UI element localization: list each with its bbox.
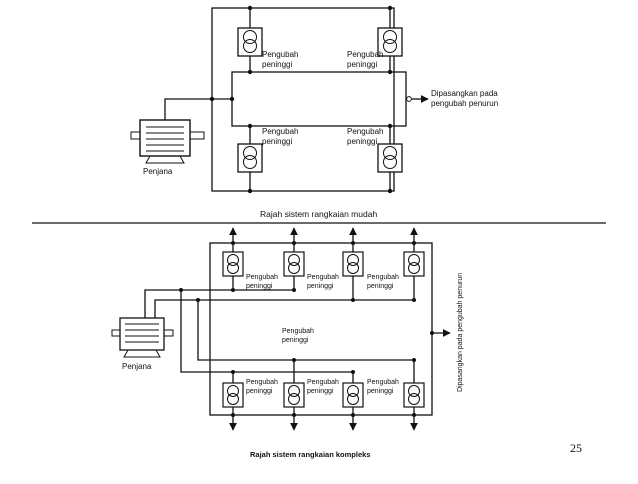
label-transformer-bottom-1: Pengubah peninggi xyxy=(246,379,280,395)
label-transformer-bottom-right: Pengubah peninggi xyxy=(347,127,386,146)
transformer-icon xyxy=(283,382,305,408)
transformer-icon xyxy=(403,382,425,408)
transformer-icon xyxy=(377,143,403,173)
caption-simple: Rajah sistem rangkaian mudah xyxy=(260,209,377,219)
transformer-icon xyxy=(377,27,403,57)
label-transformer-top-left: Pengubah peninggi xyxy=(262,50,301,69)
transformer-icon xyxy=(222,251,244,277)
simple-network-diagram: Pengubah peninggi Pengubah peninggi Peng… xyxy=(130,5,500,219)
label-output-rotated: Dipasangkan pada pengubah penurun xyxy=(457,273,464,392)
label-generator: Penjana xyxy=(122,362,152,371)
label-output: Dipasangkan pada pengubah penurun xyxy=(431,89,500,108)
outer-line-loop xyxy=(209,242,433,416)
label-transformer-top-1: Pengubah peninggi xyxy=(246,274,280,290)
transformer-icon xyxy=(222,382,244,408)
transformer-icon xyxy=(237,27,263,57)
label-transformer-top-2: Pengubah peninggi xyxy=(307,274,341,290)
label-generator: Penjana xyxy=(143,167,173,176)
caption-complex: Rajah sistem rangkaian kompleks xyxy=(250,450,370,459)
generator-icon xyxy=(130,119,205,164)
inner-busbar xyxy=(231,71,407,127)
transformer-icon xyxy=(342,382,364,408)
complex-network-diagram: Penjana Pengubah peninggi Pengubah penin… xyxy=(111,227,464,459)
page-number: 25 xyxy=(570,441,582,455)
transformer-icon xyxy=(283,251,305,277)
transformer-icon xyxy=(342,251,364,277)
label-transformer-bottom-left: Pengubah peninggi xyxy=(262,127,301,146)
transformer-icon xyxy=(403,251,425,277)
label-transformer-top-3: Pengubah peninggi xyxy=(367,274,401,290)
label-transformer-middle: Pengubah peninggi xyxy=(282,328,316,344)
label-transformer-bottom-3: Pengubah peninggi xyxy=(367,379,401,395)
generator-icon xyxy=(111,317,174,358)
label-transformer-bottom-2: Pengubah peninggi xyxy=(307,379,341,395)
label-transformer-top-right: Pengubah peninggi xyxy=(347,50,386,69)
transformer-icon xyxy=(237,143,263,173)
